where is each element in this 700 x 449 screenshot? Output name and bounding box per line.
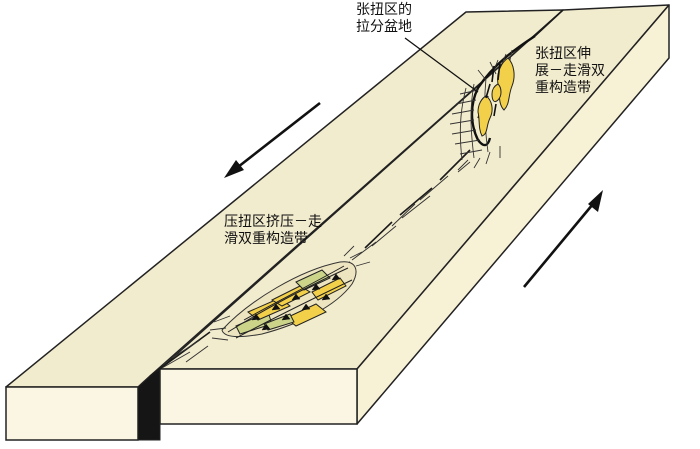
left-block-motion-arrow xyxy=(224,101,321,178)
label-extensional-line2: 展－走滑双 xyxy=(535,63,605,79)
label-extensional-duplex: 张扭区伸 展－走滑双 重构造带 xyxy=(535,46,605,97)
label-compressional-line1: 压扭区挤压－走 xyxy=(224,214,322,230)
duplex-thrust-teeth xyxy=(251,273,341,331)
compressional-duplex xyxy=(209,245,371,341)
pull-apart-basin xyxy=(449,35,536,173)
label-pullapart-basin: 张扭区的 拉分盆地 xyxy=(356,2,412,36)
basin-yellow-lens-3 xyxy=(491,83,502,103)
label-extensional-line3: 重构造带 xyxy=(535,80,591,96)
basin-short-faults xyxy=(485,61,501,117)
label-pullapart-line2: 拉分盆地 xyxy=(356,19,412,35)
left-block-front-face xyxy=(5,386,139,441)
right-block-front-face xyxy=(159,368,358,425)
label-pullapart-line1: 张扭区的 xyxy=(356,2,412,18)
basin-yellow-lens-2 xyxy=(477,95,493,137)
right-block-motion-arrow xyxy=(523,190,603,288)
duplex-thrust-lines xyxy=(227,265,353,339)
label-compressional-line2: 滑双重构造带 xyxy=(224,231,308,247)
pullapart-leader-line xyxy=(404,37,479,93)
duplex-flank-strokes xyxy=(209,245,371,341)
basin-fracture-network xyxy=(449,49,513,173)
label-compressional-duplex: 压扭区挤压－走 滑双重构造带 xyxy=(224,214,322,248)
fault-splay-lines xyxy=(161,175,449,369)
duplex-green-lens-2 xyxy=(295,269,331,291)
label-extensional-line1: 张扭区伸 xyxy=(535,46,591,62)
